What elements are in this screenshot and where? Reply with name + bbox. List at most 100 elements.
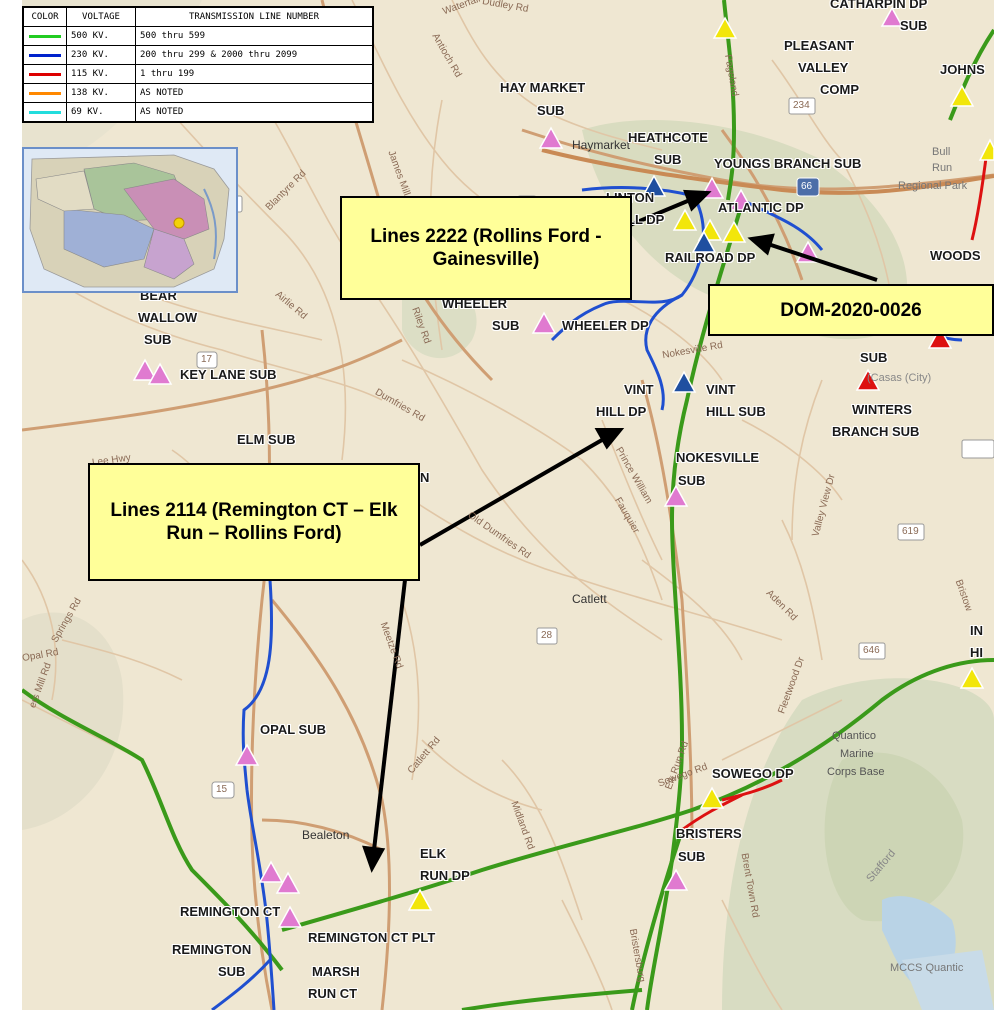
label-wheeler-dp: WHEELER DP [562,318,649,333]
label-catharpin-dp: CATHARPIN DP [830,0,928,11]
label-winters-1: WINTERS [852,402,912,417]
label-railroad-dp: RAILROAD DP [665,250,756,265]
callout-lines-2114: Lines 2114 (Remington CT – Elk Run – Rol… [88,463,420,581]
legend: COLOR VOLTAGE TRANSMISSION LINE NUMBER 5… [22,6,374,123]
legend-header-line-number: TRANSMISSION LINE NUMBER [135,7,373,27]
legend-swatch-orange [29,91,61,95]
legend-voltage: 115 KV. [66,64,136,84]
legend-row: 115 KV. 1 thru 199 [23,64,373,84]
callout-arrows [362,189,878,873]
place-corps-base: Corps Base [827,766,885,778]
label-wallow: WALLOW [138,310,198,325]
place-bull: Bull [932,146,951,158]
label-nokesville-2: SUB [678,473,706,488]
label-bri-sub: SUB [860,350,888,365]
place-marine: Marine [840,748,874,760]
label-woods: WOODS [930,248,981,263]
label-vint-sub-2: HILL SUB [706,404,766,419]
legend-row: 138 KV. AS NOTED [23,83,373,103]
label-haymarket-1: HAY MARKET [500,80,586,95]
legend-numbers: 200 thru 299 & 2000 thru 2099 [135,45,373,65]
place-quantico: Quantico [832,730,877,742]
label-atlantic-dp: ATLANTIC DP [718,200,804,215]
legend-swatch-cyan [29,110,61,114]
legend-voltage: 230 KV. [66,45,136,65]
label-elk-1: ELK [420,846,446,861]
label-sowego-dp: SOWEGO DP [712,766,794,781]
minor-roads [22,0,893,1010]
label-vint-dp-1: VINT [624,382,654,397]
route-15-south: 15 [216,784,228,795]
label-in-1: IN [970,623,983,638]
label-nokesville-1: NOKESVILLE [676,450,760,465]
legend-row: 500 KV. 500 thru 599 [23,26,373,46]
label-remington-ct-plt: REMINGTON CT PLT [308,930,436,945]
route-17: 17 [201,354,213,365]
legend-numbers: 500 thru 599 [135,26,373,46]
inset-graphics [24,149,236,291]
dp-markers [407,16,994,911]
legend-row: 230 KV. 200 thru 299 & 2000 thru 2099 [23,45,373,65]
callout-lines-2222: Lines 2222 (Rollins Ford - Gainesville) [340,196,632,300]
label-wheeler-sub: SUB [492,318,520,333]
label-bear-sub: SUB [144,332,172,347]
route-66: 66 [801,181,813,192]
legend-numbers: AS NOTED [135,102,373,122]
label-n: N [420,470,430,485]
legend-voltage: 138 KV. [66,83,136,103]
legend-voltage: 69 KV. [66,102,136,122]
legend-row: 69 KV. AS NOTED [23,102,373,122]
label-winters-2: BRANCH SUB [832,424,920,439]
inset-locator-map [22,147,238,293]
interstate [541,148,994,195]
town-haymarket: Haymarket [572,138,631,152]
legend-header-color: COLOR [23,7,67,27]
route-28: 28 [541,630,553,641]
label-comp: COMP [820,82,859,97]
label-johns: JOHNS [940,62,985,77]
place-mccs: MCCS Quantic [890,962,964,974]
place-regional-park: Regional Park [898,180,968,192]
label-marsh-2: RUN CT [308,986,358,1001]
legend-numbers: 1 thru 199 [135,64,373,84]
kv115-lines [681,149,989,832]
kv500-lines [22,0,994,1010]
route-619: 619 [902,526,919,537]
legend-numbers: AS NOTED [135,83,373,103]
label-remington-2: SUB [218,964,246,979]
label-key-lane: KEY LANE SUB [180,367,277,382]
label-bristers-2: SUB [678,849,706,864]
label-remington-1: REMINGTON [172,942,252,957]
label-in-2: HI [970,645,983,660]
legend-swatch-green [29,34,61,38]
label-opal-sub: OPAL SUB [260,722,326,737]
town-bealeton: Bealeton [302,828,350,842]
label-bristers-1: BRISTERS [676,826,742,841]
town-catlett: Catlett [572,592,607,606]
label-vint-dp-2: HILL DP [596,404,647,419]
map-canvas[interactable]: 15 234 66 17 28 15 619 646 Lee Hwy Dumfr… [22,0,994,1010]
route-234: 234 [793,100,810,111]
place-run: Run [932,162,953,174]
label-elm-sub: ELM SUB [237,432,296,447]
label-elk-2: RUN DP [420,868,470,883]
label-haymarket-2: SUB [537,103,565,118]
label-heathcote-1: HEATHCOTE [628,130,708,145]
route-646: 646 [863,645,880,656]
legend-header-voltage: VOLTAGE [66,7,136,27]
route-shields [196,97,994,799]
label-top-sub: SUB [900,18,928,33]
callout-dom-2020-0026: DOM-2020-0026 [708,284,994,336]
label-youngs-branch: YOUNGS BRANCH SUB [714,156,862,171]
label-pleasant: PLEASANT [784,38,855,53]
label-vint-sub-1: VINT [706,382,736,397]
legend-swatch-blue [29,53,61,57]
place-casas: (Casas (City) [867,372,932,384]
label-valley: VALLEY [798,60,849,75]
label-marsh-1: MARSH [312,964,360,979]
label-remington-ct: REMINGTON CT [180,904,281,919]
legend-swatch-red [29,72,61,76]
label-heathcote-2: SUB [654,152,682,167]
other-markers [641,174,953,393]
legend-voltage: 500 KV. [66,26,136,46]
